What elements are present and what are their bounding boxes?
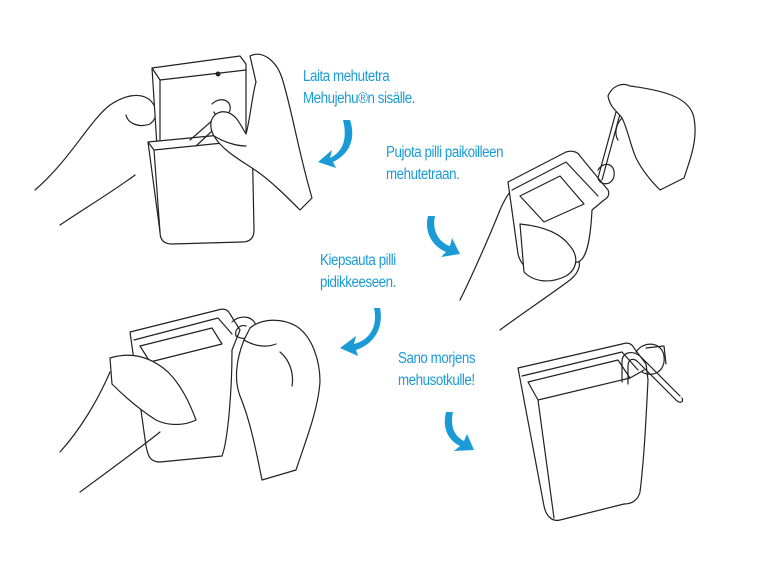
step1-caption-line1: Laita mehutetra: [303, 68, 390, 85]
step3-caption: Kiepsauta pilli pidikkeeseen.: [320, 250, 396, 294]
step1-caption-line2: Mehujehu®n sisälle.: [303, 90, 416, 107]
arrow-icon-4: [444, 412, 474, 451]
step4-caption-line2: mehusotkulle!: [398, 372, 475, 389]
step2-caption-line1: Pujota pilli paikoilleen: [386, 144, 504, 161]
step3-caption-line1: Kiepsauta pilli: [320, 252, 396, 269]
arrow-icon-3: [340, 308, 381, 356]
step4-caption: Sano morjens mehusotkulle!: [398, 348, 476, 392]
arrow-icon-2: [426, 216, 460, 257]
arrow-icon-1: [318, 120, 353, 168]
step1-caption: Laita mehutetra Mehujehu®n sisälle.: [303, 66, 415, 110]
step2-illustration: [459, 83, 696, 331]
step3-caption-line2: pidikkeeseen.: [320, 274, 396, 291]
step1-illustration: [34, 53, 313, 245]
step4-illustration: [517, 342, 684, 521]
step2-caption: Pujota pilli paikoilleen mehutetraan.: [386, 142, 504, 186]
step2-caption-line2: mehutetraan.: [386, 166, 460, 183]
step4-caption-line1: Sano morjens: [398, 350, 476, 367]
step3-illustration: [59, 308, 321, 493]
